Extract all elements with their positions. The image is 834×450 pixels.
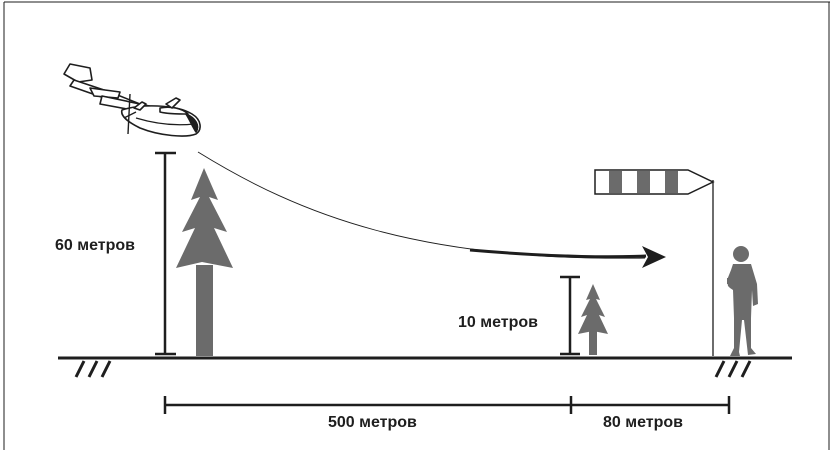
distance-label-80: 80 метров bbox=[603, 414, 683, 431]
distance-dimension bbox=[163, 396, 731, 414]
distance-label-500: 500 метров bbox=[328, 414, 417, 431]
windsock-icon bbox=[594, 169, 715, 356]
height-dimension-60 bbox=[155, 151, 176, 356]
flight-path-arrow-shaft bbox=[469, 248, 647, 259]
ground-hatch-right bbox=[714, 360, 752, 378]
glider-airplane-icon bbox=[63, 63, 201, 137]
flight-path-arrow-icon bbox=[642, 246, 666, 268]
spruce-tree-icon bbox=[176, 168, 233, 356]
pilot-person-icon bbox=[727, 246, 758, 356]
ground-hatch-left bbox=[74, 360, 112, 378]
small-spruce-tree-icon bbox=[578, 284, 608, 355]
flight-path-line bbox=[197, 151, 646, 259]
height-label-10: 10 метров bbox=[458, 314, 538, 331]
height-dimension-10 bbox=[560, 275, 580, 356]
height-label-60: 60 метров bbox=[55, 237, 135, 254]
